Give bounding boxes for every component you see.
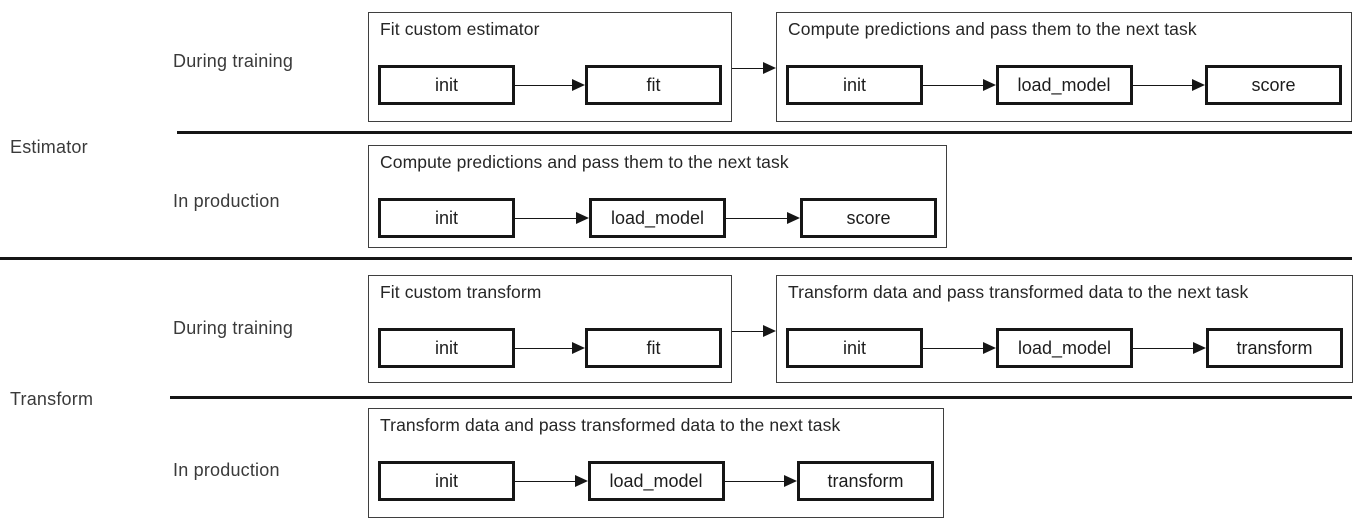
step-label: transform	[1236, 337, 1313, 358]
arrow-shaft	[515, 84, 572, 86]
flow-group: Compute predictions and pass them to the…	[368, 145, 947, 248]
step-arrow-icon	[515, 78, 585, 92]
flow-group: Transform data and pass transformed data…	[368, 408, 944, 518]
step-row: init load_model score	[378, 198, 937, 238]
group-title: Transform data and pass transformed data…	[380, 415, 841, 435]
arrow-shaft	[1133, 347, 1193, 349]
step-label: init	[434, 337, 458, 358]
step-box-score: score	[800, 198, 937, 238]
divider-line-transform	[170, 396, 1352, 399]
arrow-shaft	[515, 217, 576, 219]
step-row: init fit	[378, 65, 722, 105]
arrow-shaft	[923, 84, 983, 86]
step-label: init	[434, 207, 458, 228]
group-connector-arrow-icon	[732, 324, 776, 338]
step-label: fit	[646, 74, 661, 95]
arrow-head	[982, 79, 996, 91]
step-arrow-icon	[923, 78, 996, 92]
flow-group: Fit custom estimator init fit	[368, 12, 732, 122]
step-row: init fit	[378, 328, 722, 368]
arrow-shaft	[515, 347, 572, 349]
step-box-fit: fit	[585, 328, 722, 368]
step-arrow-icon	[515, 341, 585, 355]
arrow-head	[983, 342, 996, 354]
group-title: Transform data and pass transformed data…	[788, 282, 1249, 302]
step-box-init: init	[786, 65, 923, 105]
group-title: Fit custom estimator	[380, 19, 540, 39]
step-label: init	[434, 470, 458, 491]
flow-group: Transform data and pass transformed data…	[776, 275, 1353, 383]
step-box-load_model: load_model	[996, 328, 1133, 368]
phase-label-estimator-training: During training	[173, 51, 294, 71]
divider-line-estimator	[177, 131, 1352, 134]
step-box-fit: fit	[585, 65, 722, 105]
step-label: init	[842, 337, 866, 358]
step-box-init: init	[378, 461, 515, 501]
step-box-transform: transform	[1206, 328, 1343, 368]
phase-label-estimator-production: In production	[173, 191, 280, 211]
step-label: fit	[646, 337, 661, 358]
arrow-shaft	[732, 67, 763, 69]
phase-label-transform-production: In production	[173, 460, 280, 480]
step-box-init: init	[378, 198, 515, 238]
step-arrow-icon	[515, 211, 589, 225]
step-box-load_model: load_model	[587, 461, 725, 501]
section-label-estimator: Estimator	[10, 137, 88, 157]
step-box-init: init	[378, 328, 515, 368]
group-title: Compute predictions and pass them to the…	[380, 152, 789, 172]
step-label: score	[1251, 74, 1296, 95]
step-label: load_model	[1017, 337, 1112, 358]
arrow-shaft	[724, 480, 784, 482]
arrow-head	[763, 325, 776, 337]
arrow-shaft	[1132, 84, 1192, 86]
step-box-load_model: load_model	[995, 65, 1133, 105]
flow-group: Fit custom transform init fit	[368, 275, 732, 383]
step-box-score: score	[1205, 65, 1342, 105]
step-arrow-icon	[1133, 341, 1206, 355]
arrow-shaft	[515, 480, 575, 482]
step-row: init load_model transform	[786, 328, 1343, 368]
arrow-head	[572, 79, 585, 91]
arrow-head	[572, 342, 585, 354]
step-box-init: init	[786, 328, 923, 368]
arrow-head	[574, 475, 588, 487]
section-separator-line	[0, 257, 1352, 260]
arrow-shaft	[732, 330, 763, 332]
step-row: init load_model score	[786, 65, 1342, 105]
step-row: init load_model transform	[378, 461, 934, 501]
flow-group: Compute predictions and pass them to the…	[776, 12, 1352, 122]
step-label: load_model	[610, 207, 705, 228]
arrow-head	[763, 62, 776, 74]
arrow-shaft	[726, 217, 787, 219]
step-label: load_model	[1017, 74, 1111, 95]
group-connector-arrow-icon	[732, 61, 776, 75]
arrow-head	[1193, 342, 1206, 354]
step-label: transform	[827, 470, 904, 491]
step-box-load_model: load_model	[589, 198, 726, 238]
arrow-head	[576, 212, 589, 224]
group-title: Fit custom transform	[380, 282, 542, 302]
step-arrow-icon	[724, 474, 797, 488]
group-title: Compute predictions and pass them to the…	[788, 19, 1197, 39]
step-box-init: init	[378, 65, 515, 105]
step-label: score	[846, 207, 891, 228]
arrow-head	[787, 212, 800, 224]
step-box-transform: transform	[797, 461, 934, 501]
step-label: load_model	[609, 470, 703, 491]
phase-label-transform-training: During training	[173, 318, 294, 338]
section-label-transform: Transform	[10, 389, 94, 409]
arrow-head	[1192, 79, 1205, 91]
step-arrow-icon	[1132, 78, 1205, 92]
step-label: init	[434, 74, 458, 95]
step-arrow-icon	[923, 341, 996, 355]
arrow-head	[784, 475, 797, 487]
step-label: init	[842, 74, 866, 95]
arrow-shaft	[923, 347, 983, 349]
step-arrow-icon	[515, 474, 588, 488]
step-arrow-icon	[726, 211, 800, 225]
